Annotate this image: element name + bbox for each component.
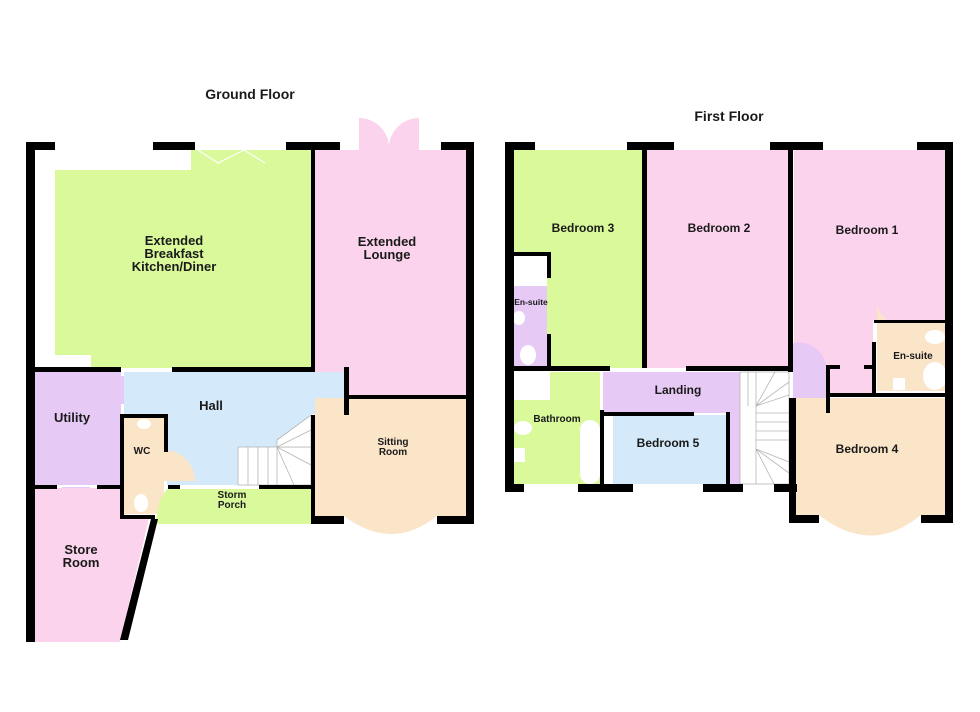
toilet-icon	[514, 448, 525, 462]
room-label: Room	[379, 447, 407, 458]
room-wc[interactable]: WC	[124, 418, 195, 514]
first-floor-title: First Floor	[694, 108, 764, 124]
room-label: En-suite	[514, 297, 548, 307]
room-storm-porch[interactable]: Storm Porch	[155, 489, 311, 524]
french-door-icon	[359, 117, 390, 150]
room-label: Bedroom 5	[637, 436, 700, 450]
room-kitchen-diner[interactable]: Extended Breakfast Kitchen/Diner	[55, 149, 311, 368]
basin-icon	[513, 311, 525, 325]
room-label: Hall	[199, 398, 223, 413]
shower-icon	[923, 362, 947, 390]
room-label: Storm	[218, 490, 247, 501]
room-label: Bathroom	[533, 414, 580, 425]
room-label: Room	[63, 555, 100, 570]
room-label: Landing	[655, 383, 702, 397]
room-extended-lounge[interactable]: Extended Lounge	[315, 117, 466, 395]
room-label: Bedroom 2	[688, 221, 751, 235]
toilet-icon	[134, 494, 148, 512]
room-label: Extended	[358, 234, 417, 249]
basin-icon	[514, 421, 532, 435]
room-label: Bedroom 1	[836, 223, 899, 237]
room-store-room[interactable]: Store Room	[35, 488, 149, 642]
room-bedroom-1[interactable]: Bedroom 1	[794, 150, 945, 394]
door-swing	[877, 305, 894, 324]
shower-tray-icon	[514, 372, 550, 400]
toilet-icon	[520, 345, 536, 365]
toilet-icon	[893, 378, 905, 390]
room-ensuite-bedroom-1[interactable]: En-suite	[877, 305, 947, 391]
room-sitting-room[interactable]: Sitting Room	[315, 398, 466, 534]
room-label: Lounge	[364, 247, 411, 262]
walls-first	[505, 142, 953, 523]
room-bedroom-2[interactable]: Bedroom 2	[647, 150, 788, 368]
bifold-door-icon	[197, 149, 266, 164]
room-ensuite-bedroom-3[interactable]: En-suite	[513, 256, 548, 366]
staircase	[739, 371, 790, 485]
bay-window	[819, 515, 921, 536]
walls-ground	[26, 142, 474, 642]
room-bedroom-4[interactable]: Bedroom 4	[796, 398, 945, 536]
room-label: Store	[64, 542, 97, 557]
room-bathroom[interactable]: Bathroom	[514, 372, 600, 484]
room-label: Porch	[218, 500, 246, 511]
first-floor-plan: First Floor Bedroom 3 En-suite Bedroom 2…	[505, 108, 953, 536]
bath-icon	[580, 420, 600, 484]
room-label: Bedroom 3	[552, 221, 615, 235]
basin-icon	[925, 330, 945, 344]
french-door-icon	[388, 117, 419, 150]
room-bedroom-5[interactable]: Bedroom 5	[613, 415, 726, 484]
basin-icon	[137, 419, 151, 429]
ground-floor-plan: Ground Floor Extended Breakfast Kitchen/…	[26, 86, 474, 642]
room-label: Bedroom 4	[836, 442, 899, 456]
room-label: Breakfast	[144, 246, 204, 261]
ground-floor-title: Ground Floor	[205, 86, 295, 102]
room-label: WC	[134, 446, 151, 457]
room-label: En-suite	[893, 351, 933, 362]
room-label: Kitchen/Diner	[132, 259, 217, 274]
room-label: Sitting	[377, 437, 408, 448]
bay-window	[344, 516, 437, 534]
room-label: Extended	[145, 233, 204, 248]
landing-extension	[793, 342, 827, 413]
door-swing	[164, 450, 195, 481]
room-label: Utility	[54, 410, 91, 425]
